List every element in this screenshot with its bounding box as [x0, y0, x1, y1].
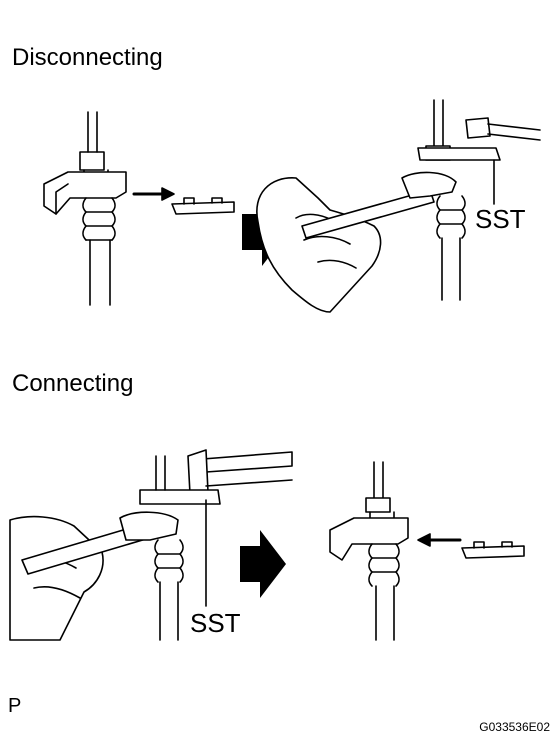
sst-label-disconnecting: SST	[475, 204, 526, 234]
removed-clip	[132, 187, 235, 215]
inserted-clip	[417, 533, 525, 559]
page-letter: P	[8, 695, 22, 717]
figure-code: G033536E02	[479, 720, 550, 734]
sst-label-connecting: SST	[190, 608, 241, 638]
step-arrow-2	[240, 530, 286, 598]
disconnect-step2-assembly	[256, 99, 541, 313]
connect-step1-assembly	[9, 449, 293, 641]
connect-step2-assembly	[329, 461, 409, 641]
section-title-disconnecting: Disconnecting	[12, 44, 163, 71]
section-title-connecting: Connecting	[12, 370, 134, 397]
disconnect-step1-assembly	[43, 111, 127, 306]
